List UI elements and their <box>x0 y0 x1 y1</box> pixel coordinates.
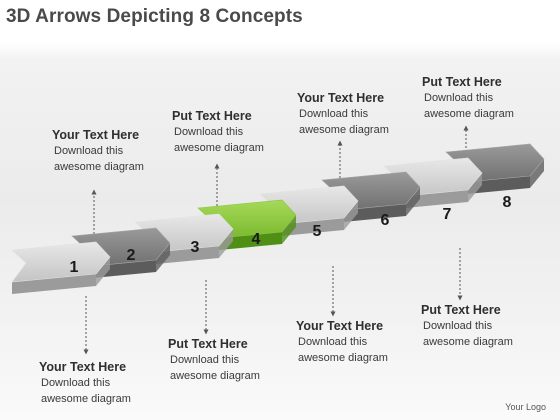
arrow-tip-side <box>219 229 233 258</box>
callout-heading: Put Text Here <box>168 337 248 351</box>
callout-line: Download this <box>174 126 244 138</box>
callout-line: awesome diagram <box>298 352 388 364</box>
step-number: 1 <box>70 259 79 276</box>
callout-heading: Your Text Here <box>297 91 385 105</box>
callout-line: Download this <box>424 92 494 104</box>
callout-line: awesome diagram <box>41 393 131 405</box>
callout-step3-above: Put Text Here Download this awesome diag… <box>172 109 332 156</box>
callout-heading: Your Text Here <box>39 360 127 374</box>
arrow-tip-side <box>282 215 296 244</box>
callout-line: awesome diagram <box>424 108 514 120</box>
step-number: 3 <box>191 239 200 256</box>
callout-step5-below: Your Text Here Download this awesome dia… <box>296 319 456 366</box>
step-number: 4 <box>252 231 261 248</box>
callout-heading: Your Text Here <box>296 319 384 333</box>
arrow-tip-side <box>96 257 110 286</box>
arrow-tip-side <box>406 187 420 216</box>
page-title: 3D Arrows Depicting 8 Concepts <box>6 6 303 27</box>
step-number: 2 <box>127 247 136 264</box>
arrow-tip-side <box>468 173 482 202</box>
arrow-face <box>11 241 111 283</box>
callout-line: Download this <box>298 336 368 348</box>
callout-step7-above: Put Text Here Download this awesome diag… <box>422 75 560 122</box>
callout-line: Download this <box>54 145 124 157</box>
callout-step5-above: Your Text Here Download this awesome dia… <box>297 91 457 138</box>
callout-step7-below: Put Text Here Download this awesome diag… <box>421 303 560 350</box>
callout-line: Download this <box>423 320 493 332</box>
step-number: 7 <box>443 206 452 223</box>
callout-line: awesome diagram <box>174 142 264 154</box>
arrow-step-1: 1 <box>11 241 111 294</box>
callout-line: awesome diagram <box>299 124 389 136</box>
callout-line: Download this <box>41 377 111 389</box>
callout-heading: Your Text Here <box>52 128 140 142</box>
arrow-side <box>12 274 96 294</box>
callout-step1-above: Your Text Here Download this awesome dia… <box>52 128 212 175</box>
callout-line: awesome diagram <box>423 336 513 348</box>
arrow-chain: 8 7 6 5 4 3 2 1 <box>11 143 545 294</box>
arrow-tip-side <box>344 201 358 230</box>
callout-step1-below: Your Text Here Download this awesome dia… <box>39 360 199 407</box>
step-number: 5 <box>313 223 322 240</box>
arrow-tip-side <box>530 159 544 188</box>
callout-heading: Put Text Here <box>172 109 252 123</box>
callout-heading: Put Text Here <box>422 75 502 89</box>
callout-line: Download this <box>299 108 369 120</box>
logo-text: Your Logo <box>505 402 546 412</box>
callout-step3-below: Put Text Here Download this awesome diag… <box>168 337 328 384</box>
step-number: 8 <box>503 194 512 211</box>
arrow-tip-side <box>156 243 170 272</box>
callout-heading: Put Text Here <box>421 303 501 317</box>
callout-line: awesome diagram <box>54 161 144 173</box>
callout-line: awesome diagram <box>170 370 260 382</box>
callout-line: Download this <box>170 354 240 366</box>
step-number: 6 <box>381 212 390 229</box>
